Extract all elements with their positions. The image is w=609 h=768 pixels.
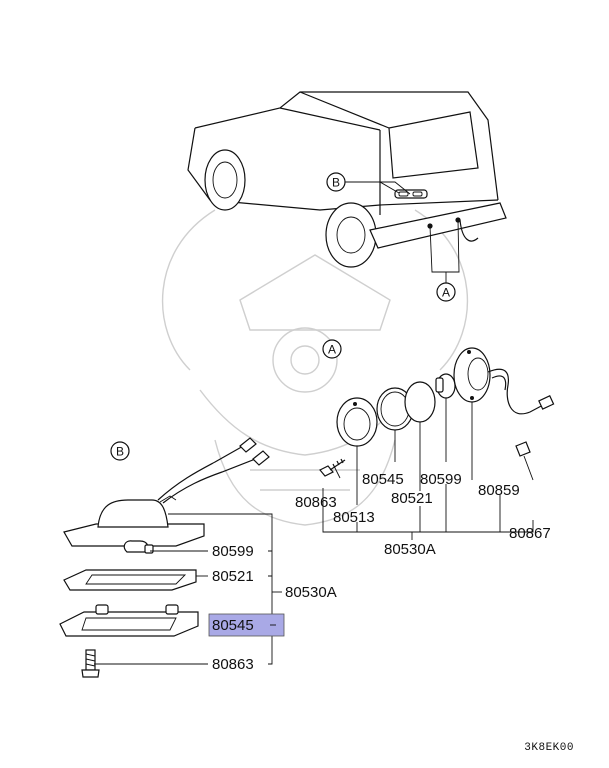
section-a-leaders xyxy=(322,398,534,540)
label-left-lens: 80521 xyxy=(212,568,254,585)
label-left-screw: 80863 xyxy=(212,656,254,673)
callout-b-vehicle: B xyxy=(326,172,411,195)
section-b-leaders xyxy=(94,513,282,665)
section-b-label: B xyxy=(116,445,124,459)
callout-a-vehicle: A xyxy=(429,219,460,302)
label-left-gasket-highlighted: 80545 xyxy=(212,617,254,634)
label-right-clip: 80867 xyxy=(509,525,551,542)
label-right-gasket: 80545 xyxy=(362,471,404,488)
callout-b-label: B xyxy=(332,176,340,190)
label-left-bulb: 80599 xyxy=(212,543,254,560)
label-right-rim: 80513 xyxy=(333,509,375,526)
label-left-assembly: 80530A xyxy=(285,584,337,601)
section-a-labels: 80545 80599 80859 80863 80521 80513 8086… xyxy=(295,471,551,558)
label-right-housing: 80859 xyxy=(478,482,520,499)
label-right-assembly: 80530A xyxy=(384,541,436,558)
section-b-labels: 80599 80521 80530A 80545 80863 xyxy=(212,543,337,673)
vehicle-illustration xyxy=(187,91,507,268)
diagram-code: 3K8EK00 xyxy=(524,742,574,754)
label-right-bulb: 80599 xyxy=(420,471,462,488)
section-b-parts xyxy=(59,437,270,678)
label-right-lens: 80521 xyxy=(391,490,433,507)
callout-a-label: A xyxy=(442,286,450,300)
section-a-header: A xyxy=(322,339,342,359)
section-a-parts xyxy=(319,347,555,477)
label-right-screw: 80863 xyxy=(295,494,337,511)
section-a-label: A xyxy=(328,343,336,357)
highlight-box xyxy=(208,613,285,637)
section-b-header: B xyxy=(110,441,130,461)
